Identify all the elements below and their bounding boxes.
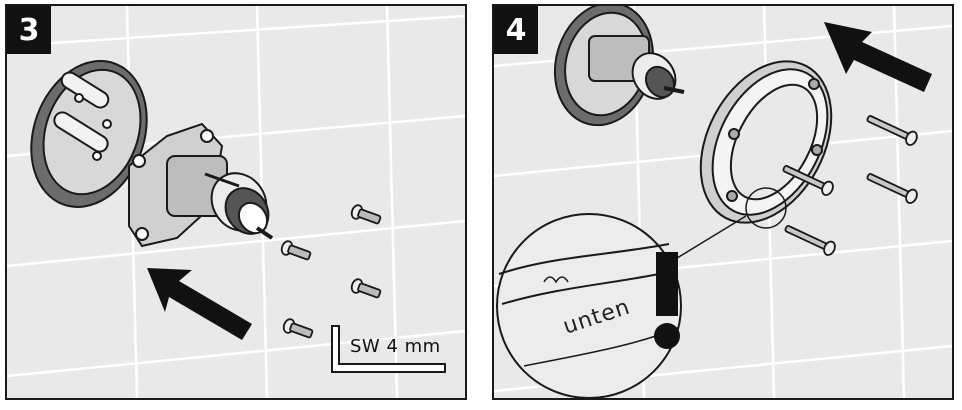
step-3-panel: 3 <box>5 4 467 400</box>
insert-arrow <box>147 268 252 340</box>
step-number-badge: 3 <box>7 6 51 54</box>
valve-body <box>128 122 274 248</box>
screws <box>280 204 382 339</box>
installed-valve <box>553 6 685 127</box>
step-number-badge: 4 <box>494 6 538 54</box>
wrench-size-label: SW 4 mm <box>350 336 441 357</box>
zoom-detail-circle: unten <box>496 213 682 398</box>
step-3-illustration <box>7 6 465 398</box>
attention-icon <box>654 252 680 349</box>
step-4-illustration: unten <box>494 6 952 398</box>
mounting-shell <box>30 60 148 208</box>
direction-arrow <box>824 22 932 92</box>
screws <box>782 115 918 256</box>
allen-wrench-icon <box>331 325 446 373</box>
step-4-panel: 4 <box>492 4 954 400</box>
